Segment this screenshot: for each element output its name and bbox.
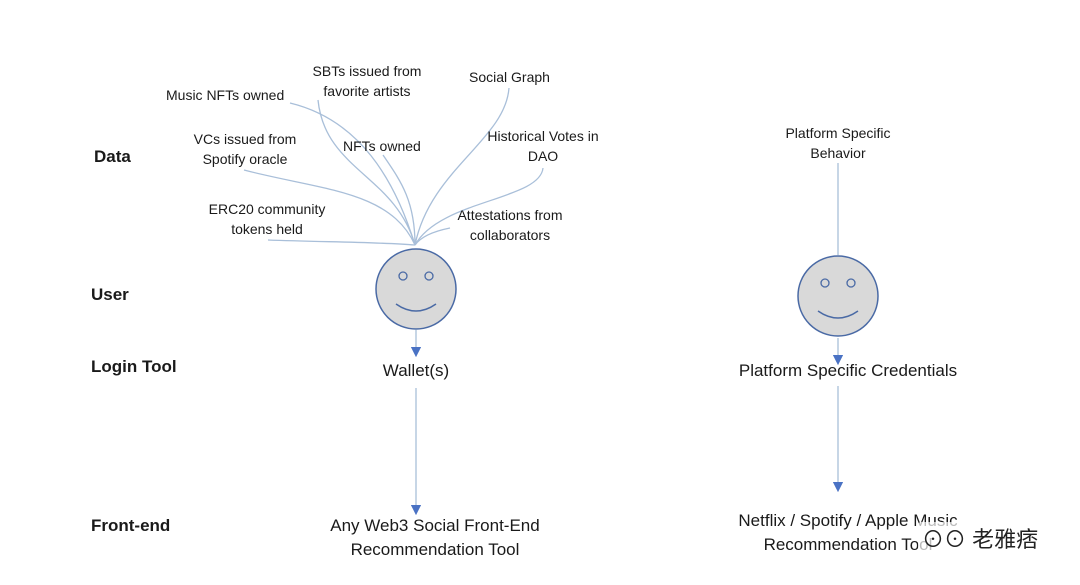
- platform-data-line2: Behavior: [810, 145, 866, 161]
- data-source-social-graph: Social Graph: [469, 69, 550, 85]
- row-label-front-end: Front-end: [91, 516, 171, 535]
- data-source-vcs-line2: Spotify oracle: [202, 151, 288, 167]
- data-source-attestations: Attestations from collaborators: [448, 205, 572, 245]
- wechat-icon: ⊙⊙: [922, 527, 967, 552]
- web3-frontend: Any Web3 Social Front-End Recommendation…: [305, 514, 565, 562]
- data-source-sbts: SBTs issued from favorite artists: [307, 61, 427, 101]
- row-label-user: User: [91, 285, 129, 304]
- data-source-erc20-line2: tokens held: [231, 221, 303, 237]
- data-source-sbts-line1: SBTs issued from: [312, 63, 422, 79]
- data-source-sbts-line2: favorite artists: [323, 83, 411, 99]
- data-source-votes-line2: DAO: [527, 148, 559, 164]
- data-source-erc20-line1: ERC20 community: [208, 201, 326, 217]
- data-connector-lines: [243, 87, 544, 246]
- web3-frontend-line2: Recommendation Tool: [350, 540, 520, 559]
- data-source-vcs-line1: VCs issued from: [193, 131, 297, 147]
- row-label-data: Data: [94, 147, 131, 166]
- web3-user-face: [375, 248, 457, 330]
- platform-frontend-line2: Recommendation Tool: [763, 535, 933, 554]
- platform-data-source: Platform Specific Behavior: [773, 123, 903, 163]
- data-source-attestations-line2: collaborators: [469, 227, 551, 243]
- watermark: ⊙⊙ 老雅痞: [918, 522, 1043, 554]
- data-source-erc20: ERC20 community tokens held: [200, 199, 334, 239]
- web3-login-tool: Wallet(s): [382, 361, 450, 380]
- data-source-nfts-owned: NFTs owned: [343, 138, 421, 154]
- platform-frontend: Netflix / Spotify / Apple Music Recommen…: [708, 509, 988, 557]
- web3-frontend-line1: Any Web3 Social Front-End: [330, 516, 540, 535]
- watermark-text: 老雅痞: [972, 527, 1039, 552]
- data-source-attestations-line1: Attestations from: [457, 207, 563, 223]
- platform-frontend-line1: Netflix / Spotify / Apple Music: [738, 511, 958, 530]
- platform-user-face: [797, 255, 879, 337]
- platform-login-tool: Platform Specific Credentials: [738, 361, 958, 380]
- data-source-votes-line1: Historical Votes in: [487, 128, 599, 144]
- platform-data-line1: Platform Specific: [785, 125, 891, 141]
- data-source-vcs: VCs issued from Spotify oracle: [185, 129, 305, 169]
- data-source-music-nfts: Music NFTs owned: [166, 87, 285, 103]
- data-source-votes: Historical Votes in DAO: [478, 126, 608, 166]
- row-label-login-tool: Login Tool: [91, 357, 177, 376]
